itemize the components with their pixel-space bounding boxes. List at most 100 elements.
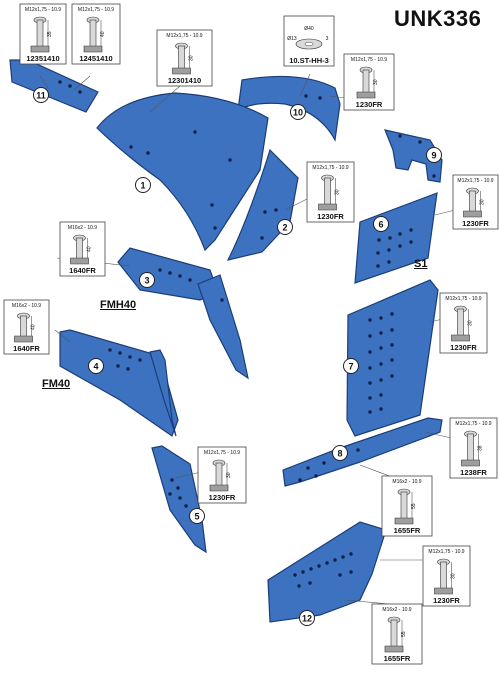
leader-line [73, 75, 91, 91]
bolt-shank-icon [440, 561, 447, 591]
mounting-hole [338, 573, 342, 577]
part-11-blade [9, 59, 99, 113]
bolt-part-number: 1230FR [433, 596, 460, 605]
mounting-hole [379, 316, 383, 320]
position-badge: 12 [299, 610, 315, 626]
bolt-shank-icon [178, 45, 185, 71]
bolt-size-label: M12x1,75 - 10.9 [166, 33, 202, 39]
mounting-hole [368, 334, 372, 338]
bolt-size-label: M16x2 - 10.9 [382, 607, 411, 613]
badge-circle [135, 177, 151, 193]
bolt-shank-icon [324, 177, 331, 207]
bolt-shank-icon [362, 69, 370, 95]
bolt-part-number: 1230FR [356, 100, 383, 109]
bolt-length-label: 30 [189, 55, 195, 61]
mounting-hole [188, 278, 192, 282]
leader-line [329, 95, 346, 99]
part-6-plate [354, 192, 438, 284]
bolt-part-number: 1655FR [394, 526, 421, 535]
mounting-hole [377, 238, 381, 242]
bolt-part-number: 1230FR [450, 343, 477, 352]
bolt-size-label: M12x1,75 - 10.9 [455, 421, 491, 427]
nut-icon [209, 484, 229, 492]
mounting-hole [341, 555, 345, 559]
bolt-size-label: M12x1,75 - 10.9 [351, 57, 387, 63]
bolt-length-label: 55 [411, 503, 417, 509]
mounting-hole [170, 478, 174, 482]
badge-number: 8 [337, 449, 342, 459]
position-badge: 4 [88, 358, 104, 374]
badge-circle [33, 87, 49, 103]
mounting-hole [274, 208, 278, 212]
part-1-moldboard [96, 92, 269, 252]
part-3-landside [197, 274, 249, 380]
bolt-part-number: 1230FR [462, 219, 489, 228]
position-badge: 6 [373, 216, 389, 232]
leader-line [149, 85, 181, 113]
badge-circle [373, 216, 389, 232]
bolt-length-label: 40 [31, 324, 37, 330]
part-7-plate-shape [346, 279, 439, 437]
mounting-hole [368, 410, 372, 414]
mounting-hole [178, 496, 182, 500]
washer-inner-label: Ø13 [287, 36, 297, 42]
bolt-part-number: 1640FR [13, 344, 40, 353]
nut-icon [434, 587, 453, 595]
mounting-hole [368, 366, 372, 370]
badge-circle [88, 358, 104, 374]
mounting-hole [376, 264, 380, 268]
part-4-share-shape [59, 329, 179, 437]
nut-icon [463, 210, 482, 218]
part-3-landside-shape [197, 274, 249, 380]
mounting-hole [297, 584, 301, 588]
bolt-box [371, 603, 423, 665]
mounting-hole [309, 567, 313, 571]
bolt-shank-icon [89, 19, 97, 49]
badge-number: 3 [144, 276, 149, 286]
part-7-plate [346, 279, 439, 437]
nut-icon [451, 334, 470, 342]
mounting-hole [379, 378, 383, 382]
mounting-hole [168, 492, 172, 496]
bolt-shank-icon [20, 315, 27, 339]
nut-icon [461, 459, 480, 467]
bolt-size-label: M16x2 - 10.9 [68, 225, 97, 231]
badge-number: 5 [194, 512, 199, 522]
badge-number: 4 [93, 362, 98, 372]
bolt-length-label: 35 [47, 31, 53, 37]
washer-thickness-label: 3 [326, 36, 329, 42]
bolt-shank-icon [457, 308, 464, 338]
mounting-hole [368, 381, 372, 385]
badge-number: 10 [293, 108, 303, 118]
position-badge: 11 [33, 87, 49, 103]
part-4-share [59, 329, 179, 437]
bolt-length-label: 38 [478, 445, 484, 451]
mounting-hole [308, 581, 312, 585]
mounting-hole [379, 331, 383, 335]
bolt-size-label: M12x1,75 - 10.9 [445, 296, 481, 302]
bolt-length-label: 30 [451, 573, 457, 579]
bolt-part-number: 1640FR [69, 266, 96, 275]
mounting-hole [390, 358, 394, 362]
bolt-shank-icon [36, 19, 44, 49]
bolt-size-label: M12x1,75 - 10.9 [457, 178, 493, 184]
position-badge: 3 [139, 272, 155, 288]
mounting-hole [368, 396, 372, 400]
bolt-size-label: M12x1,75 - 10.9 [78, 7, 114, 13]
nut-icon [83, 45, 103, 53]
mounting-hole [349, 570, 353, 574]
mounting-hole [263, 210, 267, 214]
mounting-hole [387, 260, 391, 264]
